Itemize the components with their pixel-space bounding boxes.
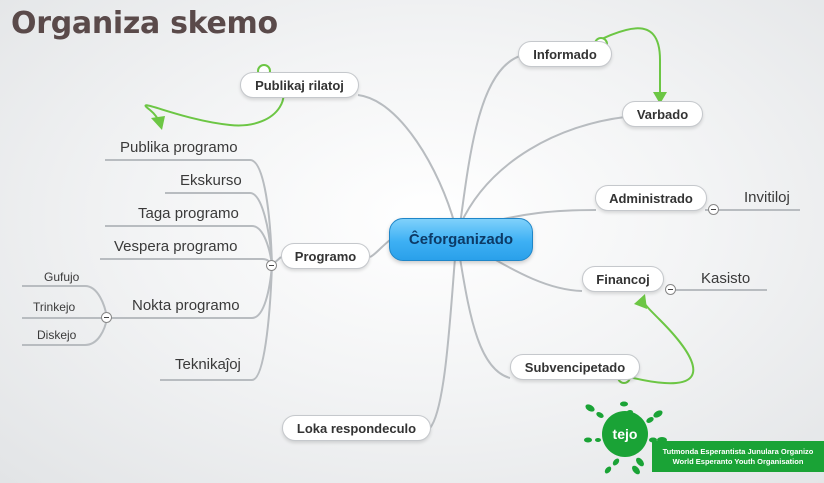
branch-publikaj: [357, 94, 456, 226]
topic-subvencipetado[interactable]: Subvencipetado: [510, 354, 640, 380]
subtopic-taga-programo[interactable]: Taga programo: [138, 205, 239, 222]
topic-varbado[interactable]: Varbado: [622, 101, 703, 127]
subtopic-gufujo[interactable]: Gufujo: [44, 270, 80, 284]
tejo-logo-mark: tejo: [602, 411, 648, 457]
relation-publikaj-publika: [144, 71, 285, 127]
tejo-logo-line1: Tutmonda Esperantista Junulara Organizo: [662, 446, 814, 456]
branch-loka: [429, 257, 456, 429]
relation-arrows: [144, 27, 695, 385]
collapse-administrado[interactable]: [708, 204, 719, 215]
line-vespera: [100, 258, 273, 266]
branch-subvencipetado: [459, 257, 511, 379]
subtopic-kasisto[interactable]: Kasisto: [701, 270, 751, 287]
arrowhead-publika: [151, 116, 165, 130]
tejo-logo-line2: World Esperanto Youth Organisation: [672, 456, 804, 466]
relation-informado-varbado: [584, 27, 661, 96]
subtopic-trinkejo[interactable]: Trinkejo: [33, 300, 76, 314]
arrowhead-financoj: [634, 294, 647, 309]
subtopic-publika-programo[interactable]: Publika programo: [120, 139, 238, 156]
topic-administrado[interactable]: Administrado: [595, 185, 707, 211]
subtopic-vespera-programo[interactable]: Vespera programo: [114, 238, 238, 255]
tejo-logo-banner: Tutmonda Esperantista Junulara Organizo …: [652, 441, 824, 472]
central-topic[interactable]: Ĉeforganizado: [389, 218, 533, 261]
branch-informado: [459, 55, 521, 226]
subtopic-diskejo[interactable]: Diskejo: [37, 328, 77, 342]
topic-loka-respondeculo[interactable]: Loka respondeculo: [282, 415, 431, 441]
topic-publikaj-rilatoj[interactable]: Publikaj rilatoj: [240, 72, 359, 98]
page-title: Organiza skemo: [11, 6, 278, 41]
topic-informado[interactable]: Informado: [518, 41, 612, 67]
subtopic-nokta-programo[interactable]: Nokta programo: [132, 297, 240, 314]
relation-subvenci-financoj: [624, 299, 695, 385]
collapse-programo[interactable]: [266, 260, 277, 271]
arrowhead-varbado: [653, 92, 667, 104]
subtopic-teknikajoj[interactable]: Teknikaĵoj: [175, 356, 241, 373]
subtopic-invitiloj[interactable]: Invitiloj: [744, 189, 790, 206]
branch-programo: [369, 239, 391, 258]
topic-financoj[interactable]: Financoj: [582, 266, 664, 292]
relation-arrowheads: [151, 92, 667, 309]
line-publika: [105, 159, 273, 266]
topic-programo[interactable]: Programo: [281, 243, 370, 269]
line-ekskurso: [165, 192, 273, 266]
collapse-nokta[interactable]: [101, 312, 112, 323]
branch-varbado: [459, 116, 626, 226]
subtopic-ekskurso[interactable]: Ekskurso: [180, 172, 242, 189]
line-teknikajoj: [160, 264, 273, 381]
collapse-financoj[interactable]: [665, 284, 676, 295]
